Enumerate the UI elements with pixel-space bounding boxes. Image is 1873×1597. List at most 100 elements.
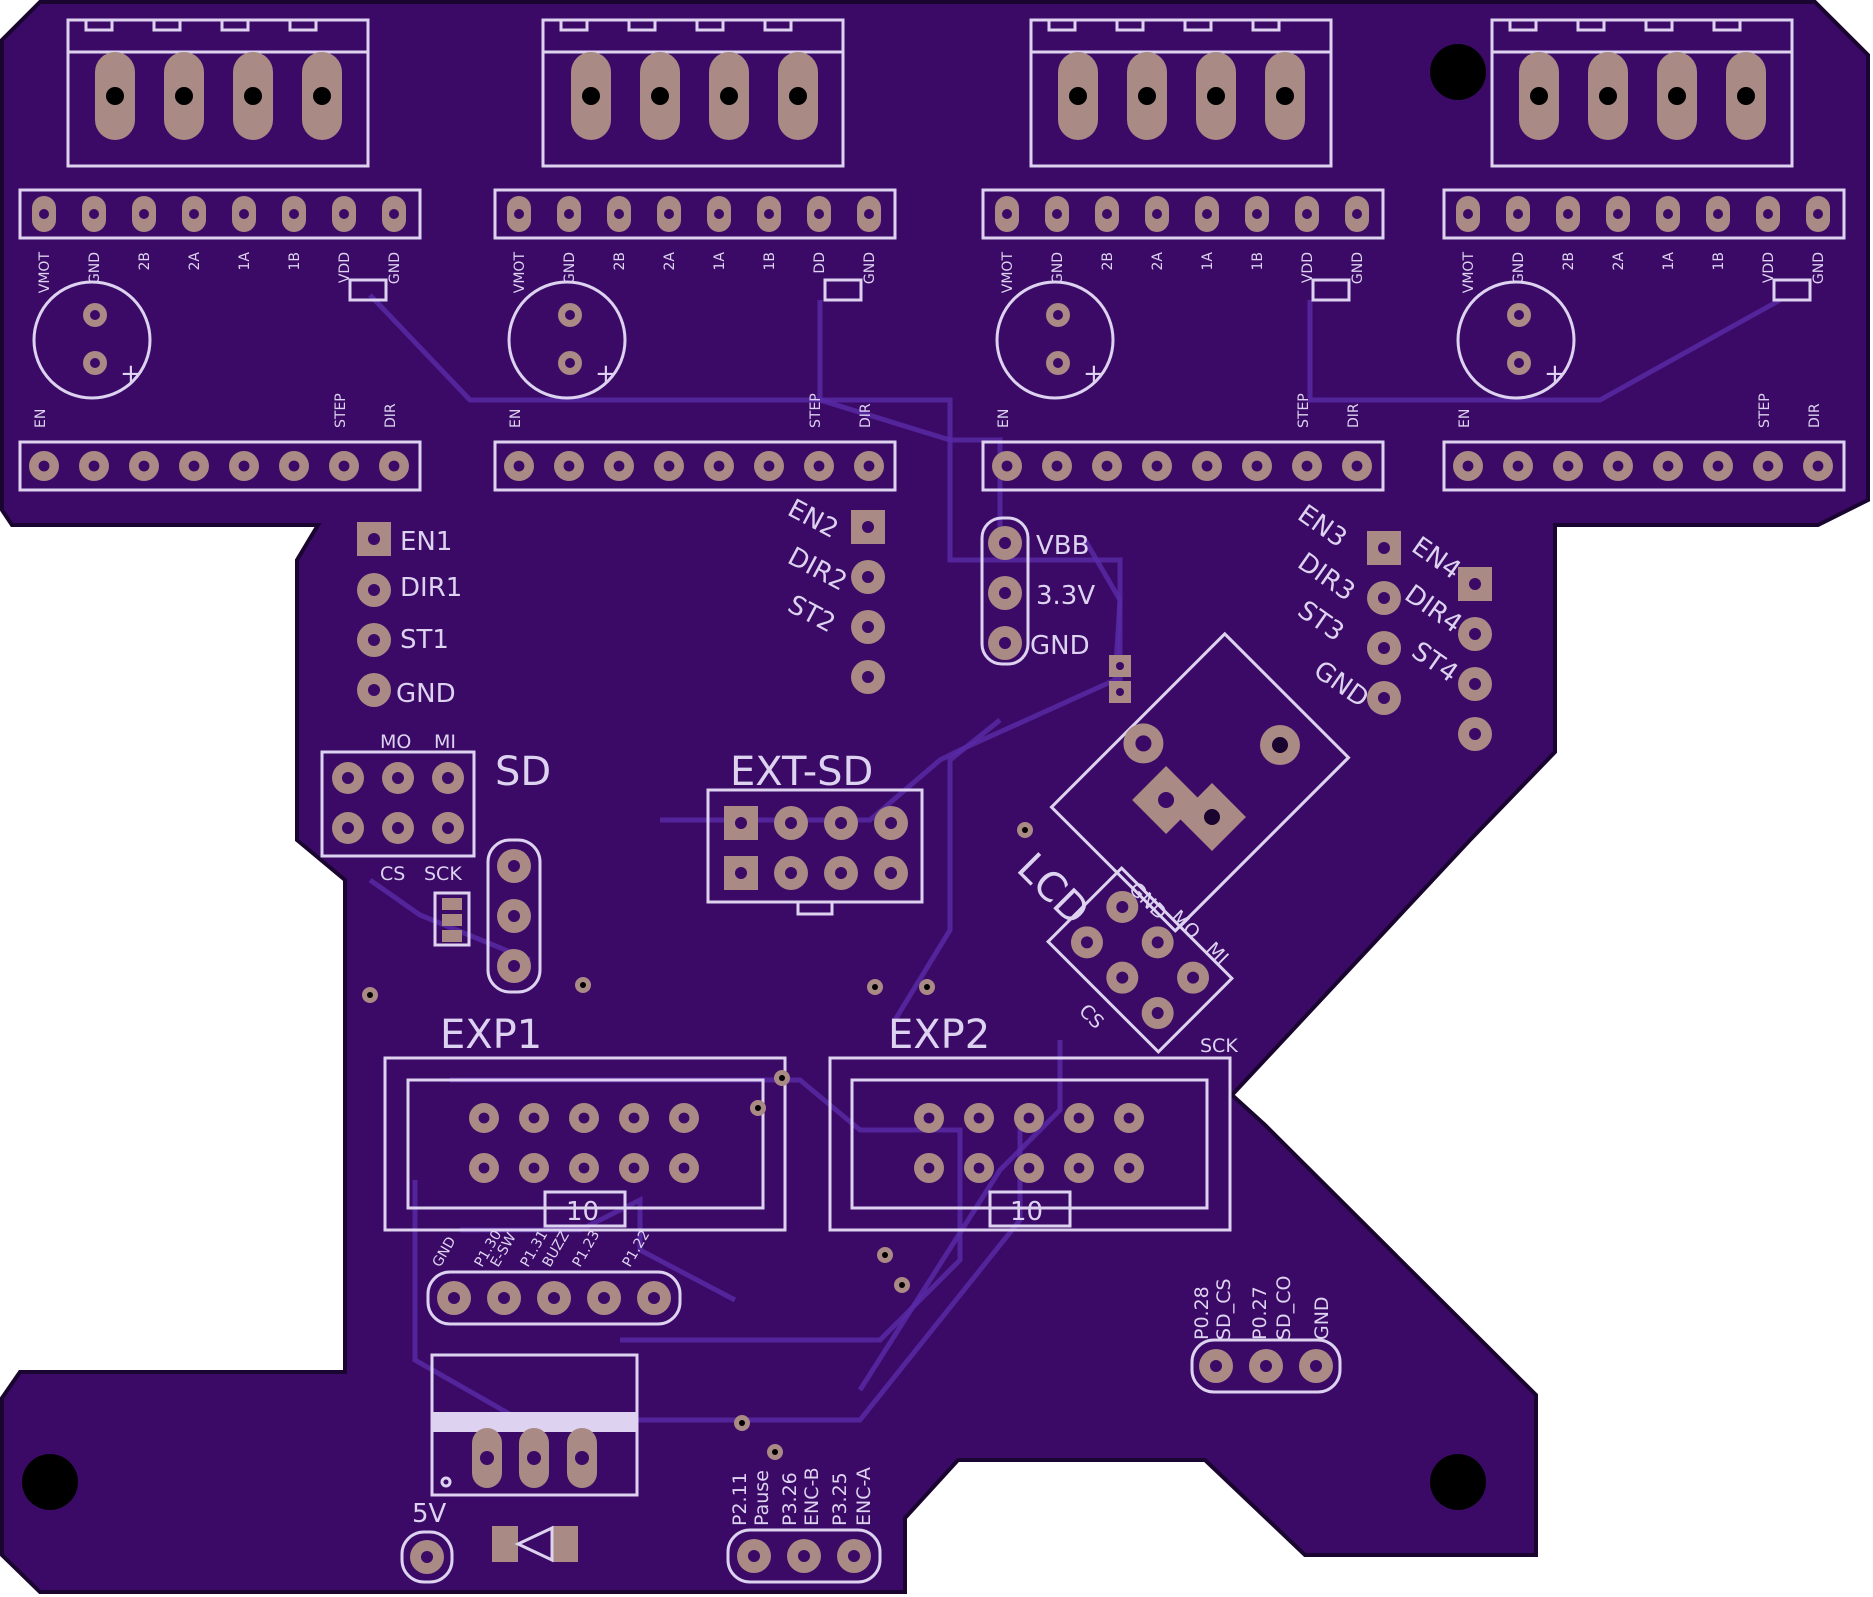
sd-jumper [433, 891, 471, 947]
driver-pin-label: VMOT [1461, 252, 1477, 294]
sd-label-mi: MI [434, 731, 456, 753]
header-power: VBB 3.3V GND [980, 516, 1095, 666]
label-vbb: VBB [1036, 531, 1089, 561]
sd-pin-header: P0.28 SD_CS P0.27 SD_CO GND [1190, 1276, 1342, 1394]
driver-label-step: STEP [808, 393, 824, 428]
driver-pin-label: 1A [237, 252, 253, 271]
exp2-title: EXP2 [888, 1012, 990, 1058]
sdp-label-gnd: GND [1311, 1296, 1333, 1340]
driver-pin-label: DD [812, 252, 828, 274]
label-st1: ST1 [400, 625, 449, 655]
exp1-title: EXP1 [440, 1012, 542, 1058]
driver-label-dir: DIR [1346, 403, 1362, 428]
cap-plus: + [595, 359, 617, 389]
driver-pin-label: GND [1811, 252, 1827, 284]
driver-pin-label: VDD [337, 252, 353, 283]
driver-label-dir: DIR [1807, 403, 1823, 428]
driver-label-en: EN [996, 409, 1012, 428]
mount-hole-top-right [1430, 44, 1486, 100]
label-en1: EN1 [400, 527, 452, 557]
driver-label-step: STEP [1757, 393, 1773, 428]
sdp-label-sdco: SD_CO [1273, 1276, 1295, 1340]
cap-plus: + [120, 359, 142, 389]
vias [362, 822, 1033, 1460]
driver-pin-label: 2B [137, 252, 153, 271]
driver-pin-label: 2A [187, 252, 203, 271]
driver-pin-label: 1B [1711, 252, 1727, 271]
enc-label-p211: P2.11 [729, 1472, 751, 1526]
driver-pin-label: 1A [712, 252, 728, 271]
driver-label-step: STEP [333, 393, 349, 428]
driver-pin-label: VDD [1761, 252, 1777, 283]
power-connector [430, 1353, 639, 1497]
sd-label-mo: MO [380, 731, 411, 753]
mounting-holes [22, 44, 1486, 1510]
driver-pin-label: 2B [612, 252, 628, 271]
driver-pin-label: 1B [762, 252, 778, 271]
driver-label-en: EN [508, 409, 524, 428]
enc-label-p326: P3.26 [779, 1472, 801, 1526]
enc-label-encb: ENC-B [801, 1467, 823, 1526]
mount-hole-bottom-right [1430, 1454, 1486, 1510]
driver-label-en: EN [33, 409, 49, 428]
driver-label-en: EN [1457, 409, 1473, 428]
label-3v3: 3.3V [1036, 581, 1095, 611]
driver-pin-label: GND [1350, 252, 1366, 284]
driver-pin-label: GND [87, 252, 103, 284]
driver-pin-label: VMOT [1000, 252, 1016, 294]
label-dir1: DIR1 [400, 573, 462, 603]
sd-header: SD MO MI CS SCK [320, 731, 551, 885]
regulator-holes [1178, 725, 1300, 851]
driver-pin-label: 1A [1200, 252, 1216, 271]
driver-pin-label: 2B [1561, 252, 1577, 271]
enc-label-p325: P3.25 [829, 1472, 851, 1526]
sd-label-cs: CS [380, 863, 405, 885]
sdp-label-p028: P0.28 [1191, 1286, 1213, 1340]
sdp-label-sdcs: SD_CS [1213, 1278, 1235, 1340]
stepper-drivers: VMOT GND 2B 2A 1A 1B VDD GND + EN STEP DIR VMOT GND 2B… [18, 18, 1846, 492]
cap-plus: + [1083, 359, 1105, 389]
exp2-key: 10 [1010, 1197, 1043, 1227]
driver-pin-label: VDD [1300, 252, 1316, 283]
driver-pin-label: 1B [287, 252, 303, 271]
sd-label-sck: SCK [424, 863, 462, 885]
driver-pin-label: GND [1511, 252, 1527, 284]
header-driver1: EN1 DIR1 ST1 GND [357, 522, 462, 709]
jumper-pads [1109, 655, 1131, 703]
sdp-label-p027: P0.27 [1249, 1286, 1271, 1340]
exp1-connector: EXP1 10 [383, 1012, 787, 1232]
encoder-pin-header: P2.11 Pause P3.26 ENC-B P3.25 ENC-A [726, 1467, 882, 1584]
enc-label-enca: ENC-A [853, 1467, 875, 1526]
enc-label-pause: Pause [751, 1470, 773, 1526]
five-volt-pad: 5V [400, 1499, 454, 1584]
driver-pin-label: VMOT [512, 252, 528, 294]
ext-sd-connector: EXT-SD [706, 749, 924, 916]
sd-title: SD [495, 749, 551, 795]
diode [492, 1525, 578, 1563]
driver-label-dir: DIR [383, 403, 399, 428]
ext-sd-title: EXT-SD [730, 749, 873, 795]
exp1-key: 10 [566, 1197, 599, 1227]
label-gnd-power: GND [1030, 631, 1090, 661]
driver-pin-label: 2A [1150, 252, 1166, 271]
driver-pin-label: GND [862, 252, 878, 284]
lcd-label-sck: SCK [1200, 1035, 1238, 1057]
driver-label-step: STEP [1296, 393, 1312, 428]
label-gnd1: GND [396, 679, 456, 709]
cap-plus: + [1544, 359, 1566, 389]
driver-pin-label: VMOT [37, 252, 53, 294]
exp2-connector: EXP2 10 [828, 1012, 1232, 1232]
header-3pin-vertical [486, 838, 542, 994]
traces [368, 293, 1782, 1423]
driver-pin-label: 2A [662, 252, 678, 271]
driver-pin-label: 1A [1661, 252, 1677, 271]
label-5v: 5V [412, 1499, 447, 1529]
driver-label-dir: DIR [858, 403, 874, 428]
mount-hole-bottom-left [22, 1454, 78, 1510]
driver-pin-label: 2B [1100, 252, 1116, 271]
